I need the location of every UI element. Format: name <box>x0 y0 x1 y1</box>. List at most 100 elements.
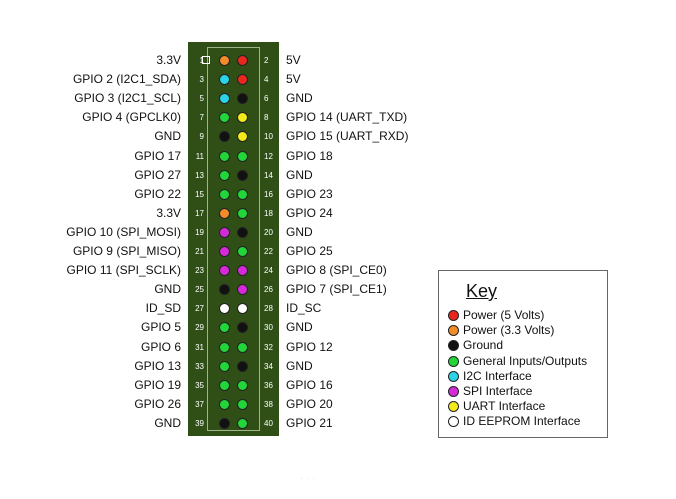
pin-33-dot <box>219 360 230 372</box>
legend-label: I2C Interface <box>463 368 532 383</box>
pin-34-dot <box>237 360 248 372</box>
legend-swatch <box>448 310 459 321</box>
legend-item: Power (3.3 Volts) <box>448 323 554 337</box>
pin-19-dot <box>219 226 230 238</box>
pin-label-35: GPIO 19 <box>134 377 181 392</box>
legend-item: Power (5 Volts) <box>448 308 544 322</box>
pin-17-dot <box>219 207 230 219</box>
legend-swatch <box>448 416 459 428</box>
pin-number-3: 3 <box>199 75 204 85</box>
legend-item: General Inputs/Outputs <box>448 354 587 368</box>
pin-6-dot <box>237 93 248 105</box>
pin-21-dot <box>219 246 230 257</box>
legend-title: Key <box>466 281 498 301</box>
pin-label-16: GPIO 23 <box>286 186 333 201</box>
pin-28-dot <box>237 303 248 315</box>
legend-label: General Inputs/Outputs <box>463 353 588 368</box>
pin-number-39: 39 <box>195 418 204 428</box>
pin-number-14: 14 <box>264 170 273 180</box>
pin-label-22: GPIO 25 <box>286 244 333 258</box>
legend-label: SPI Interface <box>463 384 533 398</box>
pin-label-39: GND <box>154 415 181 430</box>
pin-number-17: 17 <box>195 208 204 218</box>
pin-number-21: 21 <box>195 247 204 256</box>
pin-number-23: 23 <box>195 266 204 276</box>
legend-swatch <box>448 325 459 337</box>
pin-20-dot <box>237 226 248 238</box>
pin-8-dot <box>237 112 248 124</box>
pin-number-8: 8 <box>264 113 269 123</box>
pin-38-dot <box>237 398 248 410</box>
pin-number-5: 5 <box>199 94 204 104</box>
pin-24-dot <box>237 265 248 277</box>
pin-32-dot <box>237 341 248 353</box>
pin-label-19: GPIO 10 (SPI_MOSI) <box>66 224 181 239</box>
pin-number-40: 40 <box>264 418 273 428</box>
pin-number-22: 22 <box>264 247 273 256</box>
pin-label-20: GND <box>286 224 313 239</box>
pin-label-7: GPIO 4 (GPCLK0) <box>82 110 181 125</box>
pin-number-1: 1 <box>199 56 204 65</box>
pin-number-13: 13 <box>195 170 204 180</box>
pin-18-dot <box>237 207 248 219</box>
pin-number-20: 20 <box>264 227 273 237</box>
pin-number-35: 35 <box>195 380 204 390</box>
pin-label-5: GPIO 3 (I2C1_SCL) <box>74 91 181 106</box>
pin-36-dot <box>237 379 248 391</box>
pin-number-30: 30 <box>264 323 273 333</box>
pin-label-32: GPIO 12 <box>286 339 333 354</box>
pin-label-33: GPIO 13 <box>134 358 181 373</box>
pin-number-16: 16 <box>264 189 273 199</box>
pin-label-38: GPIO 20 <box>286 396 333 411</box>
pin-1-marker <box>202 56 210 64</box>
pin-5-dot <box>219 93 230 105</box>
legend-label: Ground <box>463 338 504 353</box>
pin-label-10: GPIO 15 (UART_RXD) <box>286 129 409 144</box>
pin-1-dot <box>219 55 230 66</box>
pin-label-15: GPIO 22 <box>134 186 181 201</box>
pin-number-28: 28 <box>264 304 273 314</box>
pin-37-dot <box>219 398 230 410</box>
pin-30-dot <box>237 322 248 334</box>
pin-16-dot <box>237 188 248 200</box>
pin-number-7: 7 <box>199 113 204 123</box>
pin-label-28: ID_SC <box>286 301 322 316</box>
pin-number-33: 33 <box>195 361 204 371</box>
pin-label-18: GPIO 24 <box>286 205 333 220</box>
pin-label-4: 5V <box>286 72 301 87</box>
watermark: · · · <box>300 473 316 484</box>
pin-number-10: 10 <box>264 132 273 142</box>
pin-2-dot <box>237 55 248 66</box>
pin-label-6: GND <box>286 91 313 106</box>
pin-label-25: GND <box>154 282 181 297</box>
legend-label: Power (5 Volts) <box>463 308 545 322</box>
pin-label-13: GPIO 27 <box>134 167 181 182</box>
pin-number-38: 38 <box>264 399 273 409</box>
pin-13-dot <box>219 169 230 181</box>
pin-label-29: GPIO 5 <box>140 320 181 335</box>
pin-label-36: GPIO 16 <box>286 377 333 392</box>
legend-swatch <box>448 355 459 367</box>
legend-label: UART Interface <box>463 399 546 414</box>
pin-15-dot <box>219 188 230 200</box>
pin-label-23: GPIO 11 (SPI_SCLK) <box>66 263 182 278</box>
pin-number-24: 24 <box>264 266 273 276</box>
pin-number-11: 11 <box>195 151 204 161</box>
pin-number-27: 27 <box>195 304 204 314</box>
pin-label-27: ID_SD <box>145 301 181 316</box>
legend-swatch <box>448 401 459 413</box>
pin-number-12: 12 <box>264 151 273 161</box>
pin-label-8: GPIO 14 (UART_TXD) <box>286 110 408 125</box>
pin-number-4: 4 <box>264 75 269 85</box>
pin-35-dot <box>219 379 230 391</box>
pin-number-19: 19 <box>195 227 204 237</box>
pin-14-dot <box>237 169 248 181</box>
pin-label-3: GPIO 2 (I2C1_SDA) <box>72 72 181 87</box>
pin-39-dot <box>219 417 230 429</box>
pin-number-37: 37 <box>195 399 204 409</box>
pin-number-36: 36 <box>264 380 273 390</box>
legend-item: SPI Interface <box>448 384 532 398</box>
legend-swatch <box>448 340 459 352</box>
pin-label-9: GND <box>154 129 181 144</box>
pin-4-dot <box>237 74 248 86</box>
